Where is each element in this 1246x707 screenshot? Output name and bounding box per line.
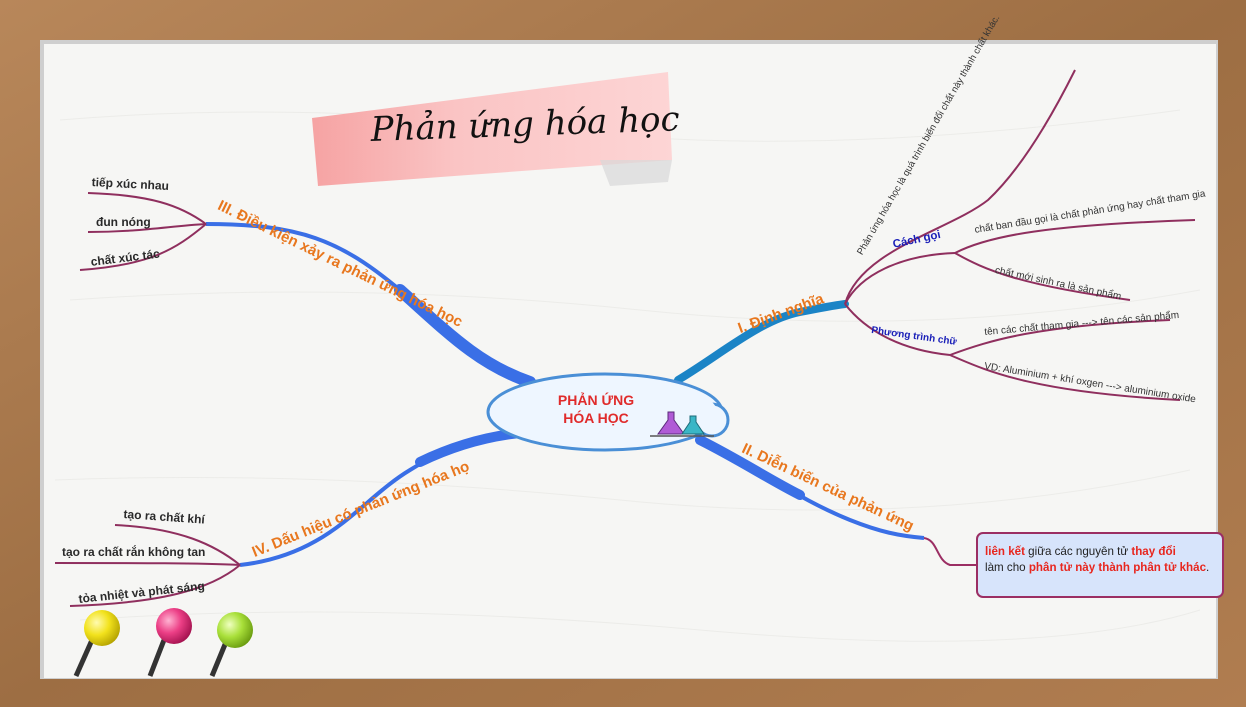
yellow-pin-icon: [73, 610, 120, 678]
pink-pin-icon: [147, 608, 192, 677]
progress-note-line2: làm cho phân tử này thành phân tử khác.: [985, 560, 1222, 576]
branch-line-definition: [674, 300, 849, 384]
note-period: .: [1206, 561, 1210, 574]
paper-texture: [54, 109, 1201, 642]
progress-note: liên kết giữa các nguyên tử thay đổi làm…: [976, 532, 1224, 598]
center-topic: PHẢN ỨNG HÓA HỌC: [548, 391, 644, 427]
connector-progress-note: [923, 537, 976, 566]
branch-line-conditions-thick: [394, 284, 536, 388]
signs-leaf-lines: [54, 524, 241, 607]
conditions-item-contact: tiếp xúc nhau: [91, 175, 170, 194]
note-bond: liên kết: [985, 545, 1025, 558]
title-tape: [312, 72, 672, 186]
green-pin-icon: [209, 612, 253, 677]
note-molecule-change: phân tử này thành phân tử khác: [1028, 561, 1207, 574]
signs-item-precipitate: tạo ra chất rắn không tan: [62, 545, 206, 559]
note-changes: thay đổi: [1131, 545, 1176, 558]
definition-sub-lines: [844, 69, 1196, 401]
conditions-leaf-lines: [79, 192, 207, 271]
progress-note-line1: liên kết giữa các nguyên tử thay đổi: [985, 544, 1222, 560]
center-topic-line1: PHẢN ỨNG: [557, 392, 635, 408]
center-topic-line2: HÓA HỌC: [563, 410, 629, 426]
conditions-item-heating: đun nóng: [96, 215, 151, 229]
note-makes: làm cho: [985, 561, 1029, 574]
title-tape-shadow: [600, 160, 672, 186]
note-between-atoms: giữa các nguyên tử: [1024, 545, 1132, 558]
branch-line-progress-thick: [695, 435, 805, 500]
flask-icon: [650, 411, 714, 437]
